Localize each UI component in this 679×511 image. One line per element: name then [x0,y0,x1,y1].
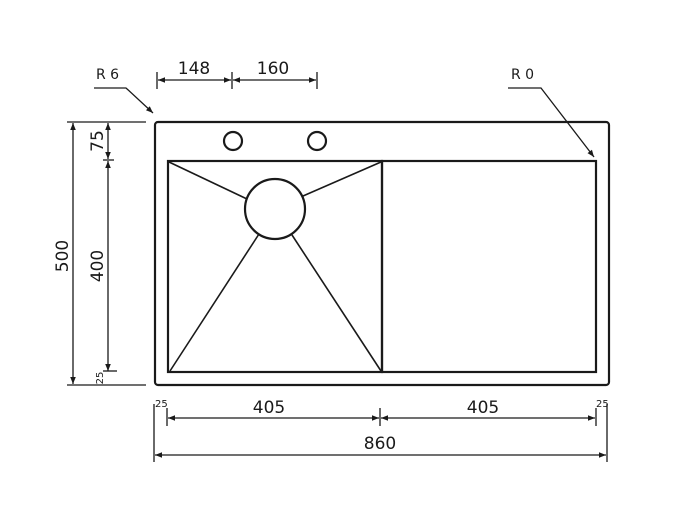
tap-hole-1 [222,130,244,152]
drainer-outline [380,159,598,374]
dim-400: 400 [88,250,108,282]
drain-hole [243,177,307,241]
bowl-slope-lines [168,161,382,372]
top-dimension-lines [156,72,318,89]
dim-405-drainer: 405 [467,398,499,418]
dim-860: 860 [364,434,396,454]
bottom-dimension-lines [153,404,608,462]
tap-hole-2 [306,130,328,152]
sink-outline [153,120,611,387]
dim-25-front: 25 [95,372,106,385]
dim-25-left: 25 [155,399,168,410]
dim-148: 148 [178,59,210,79]
bowl-outline [166,159,384,374]
dim-25-right: 25 [596,399,609,410]
dim-500: 500 [53,240,73,272]
radius-label-r0: R 0 [511,67,534,83]
dim-75: 75 [88,130,108,152]
left-dimension-lines [67,121,146,386]
r0-leader [508,87,595,158]
radius-label-r6: R 6 [96,67,119,83]
r6-leader [94,87,154,114]
dim-160: 160 [257,59,289,79]
dim-405-bowl: 405 [253,398,285,418]
